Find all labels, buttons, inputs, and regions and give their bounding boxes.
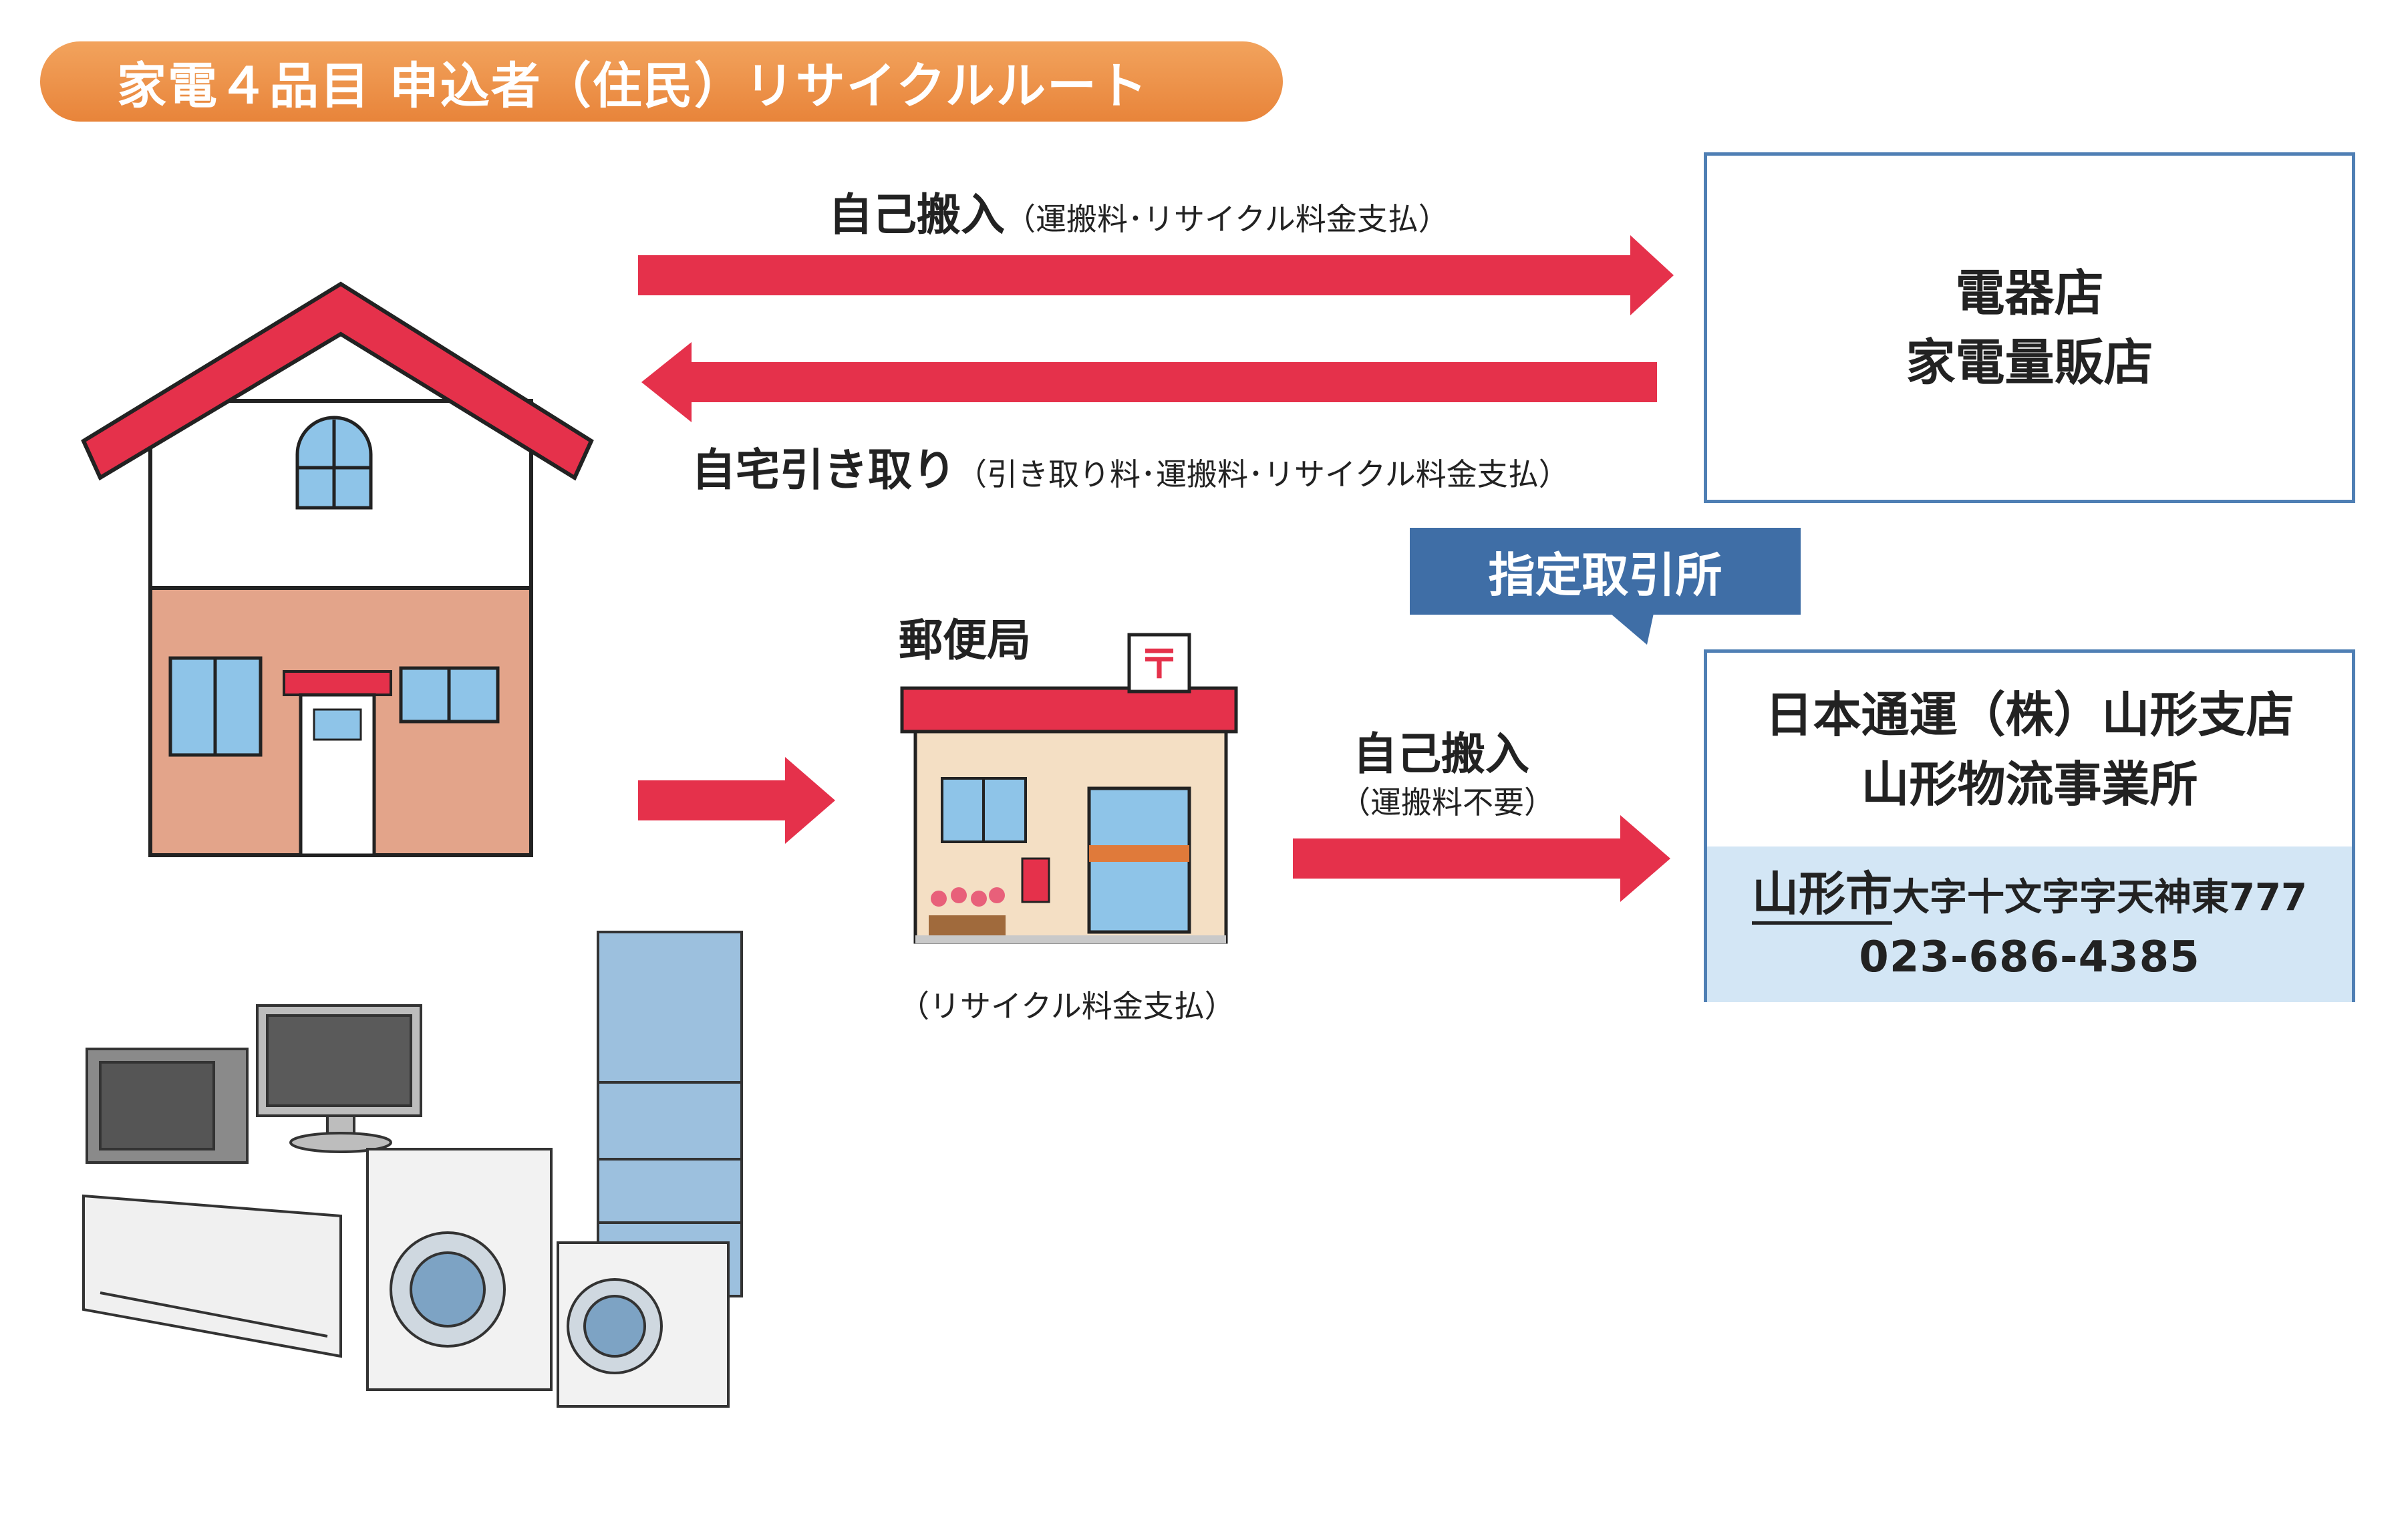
route-home-pickup-title: 自宅引き取り	[692, 444, 956, 496]
store-box: 電器店 家電量販店	[1704, 152, 2355, 503]
post-office-illustration: 〒	[900, 633, 1238, 944]
route-designated-title: 自己搬入	[1353, 728, 1529, 780]
route-home-pickup-label: 自宅引き取り（引き取り料･運搬料･リサイクル料金支払）	[692, 434, 1569, 498]
house-illustration	[81, 281, 594, 857]
route-self-delivery-label: 自己搬入（運搬料･リサイクル料金支払）	[829, 179, 1449, 243]
store-line2: 家電量販店	[1906, 333, 2153, 392]
svg-text:〒: 〒	[1139, 641, 1179, 688]
arrow-to-post-office	[638, 757, 835, 844]
destination-address: 山形市大字十文字字天神東777	[1752, 867, 2307, 925]
appliances-illustration	[82, 931, 743, 1408]
destination-street: 大字十文字字天神東777	[1892, 876, 2307, 919]
designated-tag-pointer	[1610, 613, 1654, 645]
title-banner: 家電４品目 申込者（住民）リサイクルルート	[40, 41, 1283, 122]
route-designated-note: （運搬料不要）	[1340, 784, 1555, 820]
route-self-delivery-note: （運搬料･リサイクル料金支払）	[1005, 201, 1449, 237]
destination-phone: 023-686-4385	[1859, 933, 2200, 982]
designated-tag: 指定取引所	[1410, 528, 1801, 615]
store-line1: 電器店	[1955, 264, 2104, 322]
post-office-note: （リサイクル料金支払）	[899, 988, 1235, 1024]
title-text: 家電４品目 申込者（住民）リサイクルルート	[117, 57, 1149, 115]
route-home-pickup-note: （引き取り料･運搬料･リサイクル料金支払）	[956, 456, 1569, 492]
destination-contact: 山形市大字十文字字天神東777 023-686-4385	[1707, 846, 2352, 1002]
arrow-to-store	[638, 235, 1674, 315]
destination-box: 日本通運（株）山形支店 山形物流事業所 山形市大字十文字字天神東777 023-…	[1704, 649, 2355, 1002]
designated-tag-text: 指定取引所	[1488, 547, 1722, 603]
destination-city: 山形市	[1752, 867, 1893, 925]
arrow-from-store	[641, 342, 1657, 422]
destination-name: 日本通運（株）山形支店 山形物流事業所	[1707, 653, 2352, 846]
post-office-label: 郵便局	[899, 615, 1031, 666]
destination-line1: 日本通運（株）山形支店	[1765, 687, 2294, 743]
route-self-delivery-title: 自己搬入	[829, 189, 1005, 241]
arrow-to-destination	[1293, 815, 1670, 902]
destination-line2: 山形物流事業所	[1861, 756, 2198, 812]
